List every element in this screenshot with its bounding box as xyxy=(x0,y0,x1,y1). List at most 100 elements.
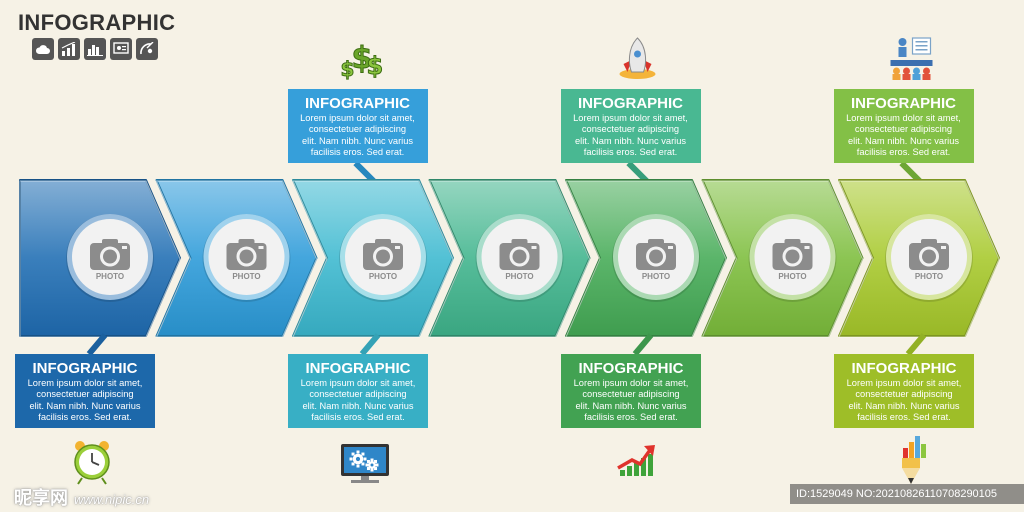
rocket-icon xyxy=(619,37,656,79)
box-connector xyxy=(359,333,381,356)
info-box-line: facilisis eros. Sed erat. xyxy=(311,411,405,422)
photo-label: PHOTO xyxy=(96,272,124,281)
svg-text:$: $ xyxy=(352,41,373,76)
camera-icon xyxy=(636,239,676,270)
info-box-title: INFOGRAPHIC xyxy=(851,360,957,377)
info-box-line: facilisis eros. Sed erat. xyxy=(310,146,405,157)
photo-placeholder: PHOTO xyxy=(66,214,154,302)
info-box-title: INFOGRAPHIC xyxy=(305,360,411,377)
info-box-line: consectetuer adipiscing xyxy=(854,124,953,135)
info-box-line: Lorem ipsum dolor sit amet, xyxy=(573,378,689,388)
svg-text:$: $ xyxy=(367,52,384,80)
camera-icon xyxy=(90,239,130,270)
box-connector xyxy=(626,160,649,184)
info-box-line: consectetuer adipiscing xyxy=(309,389,407,400)
step-chevron-1: PHOTO xyxy=(19,179,181,338)
info-box-line: Lorem ipsum dolor sit amet, xyxy=(300,113,415,123)
watermark: 昵享网 www.nipic.cn xyxy=(14,484,149,510)
camera-icon xyxy=(772,239,813,270)
growth-chart-icon xyxy=(617,445,655,476)
image-id-strip: ID:1529049 NO:20210826110708290105 xyxy=(790,484,1024,504)
photo-placeholder: PHOTO xyxy=(475,214,564,302)
info-box-line: facilisis eros. Sed erat. xyxy=(584,411,678,422)
step-chevron-3: PHOTO xyxy=(292,179,454,338)
info-box-line: elit. Nam nibh. Nunc varius xyxy=(848,400,960,411)
pencil-bars-icon xyxy=(902,436,926,484)
watermark-brand: 昵享网 xyxy=(14,488,68,508)
info-box-title: INFOGRAPHIC xyxy=(578,95,683,112)
toolbar-icons xyxy=(32,38,158,60)
svg-text:$: $ xyxy=(341,57,355,81)
watermark-url: www.nipic.cn xyxy=(74,492,150,507)
photo-label: PHOTO xyxy=(778,272,806,281)
camera-icon xyxy=(499,239,540,270)
main-title: INFOGRAPHIC xyxy=(18,10,176,35)
info-box-line: elit. Nam nibh. Nunc varius xyxy=(847,135,960,146)
info-box-line: elit. Nam nibh. Nunc varius xyxy=(29,400,141,411)
photo-label: PHOTO xyxy=(232,272,260,281)
satellite-icon xyxy=(136,38,158,60)
cloud-icon xyxy=(32,38,54,60)
info-box-line: elit. Nam nibh. Nunc varius xyxy=(302,400,414,411)
step-chevron-7: PHOTO xyxy=(838,179,1000,338)
photo-label: PHOTO xyxy=(915,272,943,281)
info-box-title: INFOGRAPHIC xyxy=(851,95,956,112)
info-box-line: facilisis eros. Sed erat. xyxy=(857,411,951,422)
box-connector xyxy=(905,333,927,356)
alarm-clock-icon xyxy=(74,441,110,485)
photo-placeholder: PHOTO xyxy=(202,214,291,302)
info-box-line: Lorem ipsum dolor sit amet, xyxy=(846,113,961,123)
photo-label: PHOTO xyxy=(369,272,397,281)
column-chart-icon xyxy=(84,38,106,60)
step-chevron-6: PHOTO xyxy=(701,179,864,338)
bar-chart-icon xyxy=(58,38,80,60)
info-box-line: facilisis eros. Sed erat. xyxy=(38,411,132,422)
photo-placeholder: PHOTO xyxy=(748,214,837,302)
info-box-title: INFOGRAPHIC xyxy=(305,95,410,112)
info-box-title: INFOGRAPHIC xyxy=(32,360,138,377)
info-box-line: consectetuer adipiscing xyxy=(582,389,680,400)
monitor-gears-icon xyxy=(341,444,389,483)
presentation-icon xyxy=(110,38,132,60)
camera-icon xyxy=(363,239,403,270)
info-box-line: Lorem ipsum dolor sit amet, xyxy=(573,113,688,123)
info-box-line: facilisis eros. Sed erat. xyxy=(856,146,951,157)
info-box-line: elit. Nam nibh. Nunc varius xyxy=(301,135,414,146)
box-connector xyxy=(899,160,922,184)
info-box-line: Lorem ipsum dolor sit amet, xyxy=(846,378,962,388)
info-box-line: facilisis eros. Sed erat. xyxy=(583,146,678,157)
photo-placeholder: PHOTO xyxy=(885,214,973,302)
photo-placeholder: PHOTO xyxy=(339,214,427,302)
photo-label: PHOTO xyxy=(642,272,670,281)
step-chevron-4: PHOTO xyxy=(428,179,591,338)
box-connector xyxy=(632,333,654,356)
photo-label: PHOTO xyxy=(505,272,533,281)
info-box-line: elit. Nam nibh. Nunc varius xyxy=(574,135,687,146)
step-chevron-5: PHOTO xyxy=(565,179,727,338)
info-box-line: consectetuer adipiscing xyxy=(855,389,953,400)
info-box-line: elit. Nam nibh. Nunc varius xyxy=(575,400,687,411)
info-box-line: consectetuer adipiscing xyxy=(308,124,407,135)
box-connector xyxy=(353,160,376,184)
info-box-line: consectetuer adipiscing xyxy=(581,124,680,135)
info-box-title: INFOGRAPHIC xyxy=(578,360,684,377)
camera-icon xyxy=(909,239,949,270)
presenter-audience-icon xyxy=(890,37,933,80)
dollar-icon: $$$ xyxy=(340,41,384,82)
box-connector xyxy=(86,333,108,356)
info-box-line: Lorem ipsum dolor sit amet, xyxy=(27,378,143,388)
photo-placeholder: PHOTO xyxy=(612,214,700,302)
step-chevron-2: PHOTO xyxy=(155,179,318,338)
camera-icon xyxy=(226,239,267,270)
info-box-line: Lorem ipsum dolor sit amet, xyxy=(300,378,416,388)
info-box-line: consectetuer adipiscing xyxy=(36,389,134,400)
